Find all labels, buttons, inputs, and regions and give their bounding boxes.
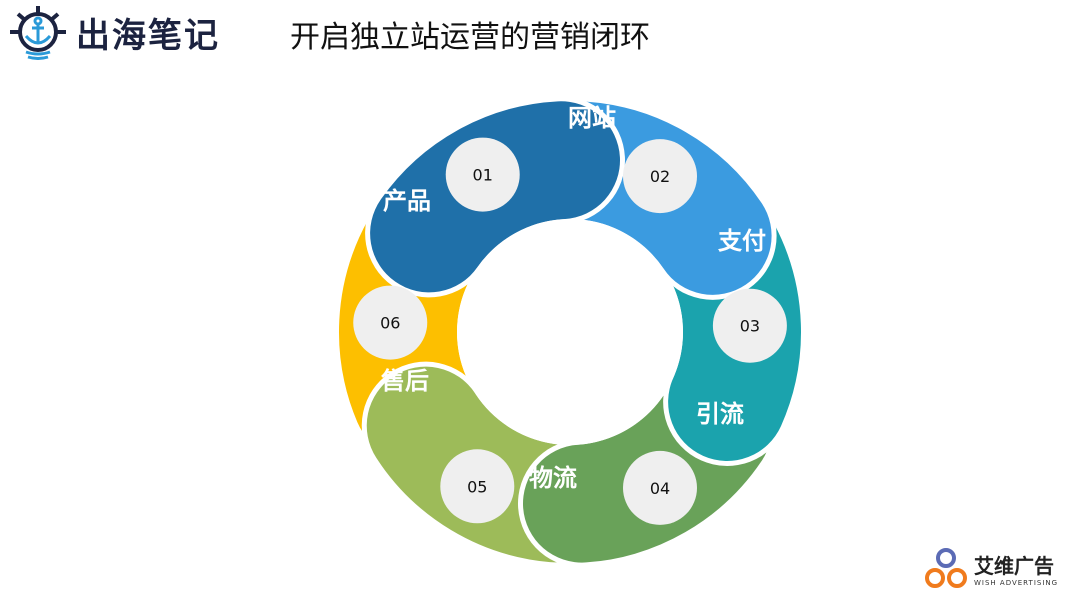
logo-text: 出海笔记	[76, 15, 220, 56]
step-label: 网站	[568, 104, 616, 132]
center-hole	[457, 219, 683, 445]
step-label: 产品	[383, 187, 431, 215]
step-number: 03	[740, 317, 760, 336]
logo: 出海笔记	[6, 4, 220, 60]
step-number: 02	[650, 167, 670, 186]
step-label: 引流	[696, 400, 744, 428]
brand-subtitle: WISH ADVERTISING	[974, 578, 1059, 587]
step-label: 支付	[718, 227, 766, 255]
brand-name: 艾维广告	[974, 553, 1054, 578]
step-number: 04	[650, 479, 670, 498]
step-badge-01	[445, 137, 520, 212]
ship-wheel-anchor-icon	[10, 6, 66, 60]
step-badge-02	[623, 139, 697, 214]
brand-icon	[925, 548, 967, 588]
step-badge-04	[623, 450, 697, 525]
step-number: 06	[380, 314, 400, 333]
step-badge-03	[712, 288, 787, 363]
page-title: 开启独立站运营的营销闭环	[290, 20, 650, 55]
step-label: 物流	[529, 464, 577, 492]
step-badge-06	[353, 285, 428, 360]
step-number: 01	[473, 166, 493, 185]
step-number: 05	[467, 477, 487, 496]
step-label: 售后	[381, 367, 429, 395]
step-badge-05	[440, 449, 515, 524]
